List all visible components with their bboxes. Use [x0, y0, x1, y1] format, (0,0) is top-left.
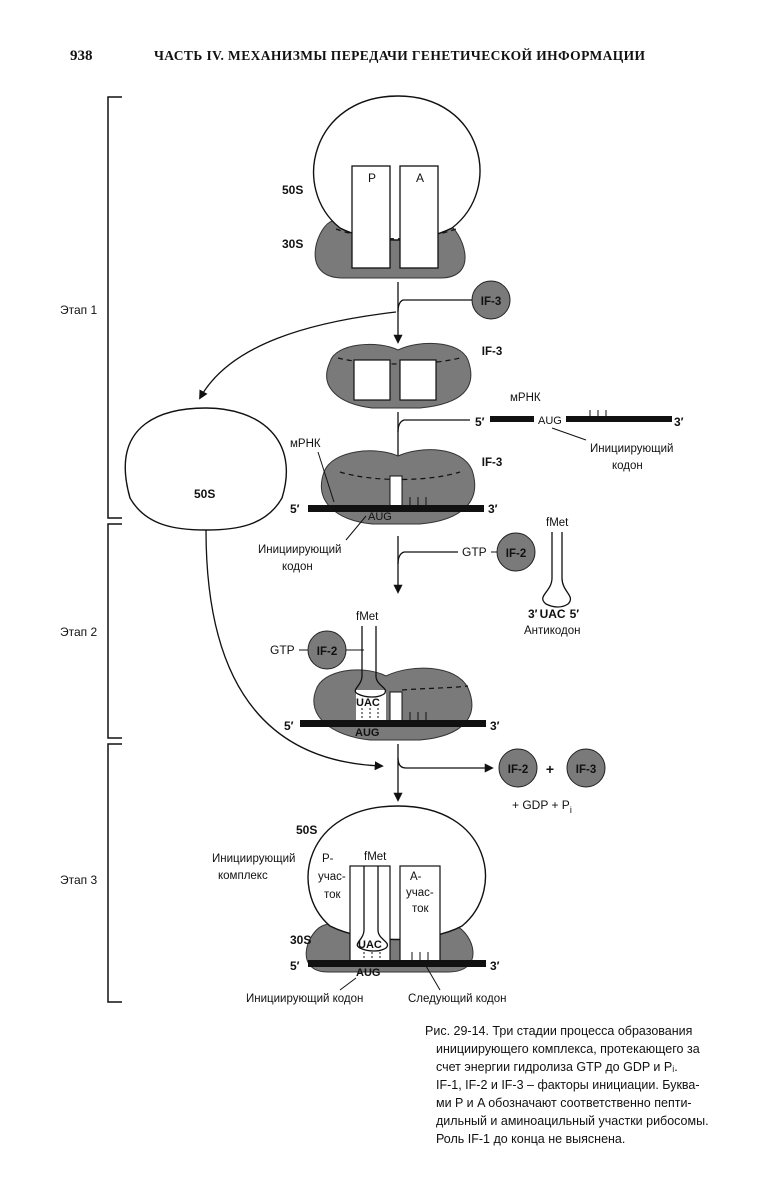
- ribosome-1: P A: [313, 95, 481, 279]
- a-site-word-2: учас-: [406, 887, 434, 899]
- caption-line-3: счет энергии гидролиза GTP до GDP и Pᵢ.: [436, 1060, 678, 1074]
- if3-label-3: IF-3: [576, 764, 596, 776]
- label-50s-free: 50S: [194, 487, 215, 501]
- mrna-label-free: мРНК: [510, 392, 541, 404]
- aug-bound-1: AUG: [368, 511, 392, 523]
- stage-2-label: Этап 2: [60, 625, 97, 639]
- caption-line-6: дильный и аминоацильный участки рибосомы…: [436, 1114, 709, 1128]
- p-site-word-2: учас-: [318, 871, 346, 883]
- mrna-3-bound-3: 3′: [490, 959, 500, 973]
- free-trna: [542, 532, 572, 608]
- gdp-pi-text: + GDP + P: [512, 798, 570, 812]
- mrna-5-bound-2: 5′: [284, 719, 294, 733]
- uac-bound-2: UAC: [358, 939, 382, 951]
- mrna-3-free: 3′: [674, 415, 684, 429]
- running-title: ЧАСТЬ IV. МЕХАНИЗМЫ ПЕРЕДАЧИ ГЕНЕТИЧЕСКО…: [154, 48, 646, 63]
- ribosome-complex: UAC AUG P- учас- ток A- учас- ток: [305, 805, 487, 979]
- aug-bound-2: AUG: [355, 727, 379, 739]
- p-site-word-1: P-: [322, 853, 334, 865]
- small-subunit-mrna: AUG IF-3: [308, 449, 502, 525]
- if3-label-bound-2: IF-3: [482, 457, 502, 469]
- gdp-pi-label: + GDP + Pi: [512, 798, 572, 815]
- aug-free: AUG: [538, 415, 562, 427]
- page-number: 938: [70, 48, 93, 64]
- free-50s-subunit: [124, 407, 288, 531]
- gtp-label-1: GTP: [462, 545, 487, 559]
- caption-line-7: Роль IF-1 до конца не выяснена.: [436, 1132, 626, 1146]
- if2-label-3: IF-2: [508, 764, 528, 776]
- a-site-word-1: A-: [410, 871, 422, 883]
- mrna-3-bound-2: 3′: [490, 719, 500, 733]
- p-site-word-3: ток: [324, 889, 342, 901]
- 50s-return-arrow: [205, 529, 384, 771]
- caption-line-1: Рис. 29-14. Три стадии процесса образова…: [425, 1024, 693, 1038]
- uac-free: 3′UAC 5′: [528, 607, 579, 621]
- fmet-label-2: fMet: [356, 611, 379, 623]
- small-subunit-if3: IF-3: [326, 342, 502, 409]
- if2-released-circle: [498, 748, 538, 788]
- small-subunit-trna: UAC AUG: [300, 626, 486, 741]
- label-50s-complex: 50S: [296, 823, 317, 837]
- if3-label-bound: IF-3: [482, 346, 502, 358]
- plus-sign: +: [546, 761, 554, 777]
- stage-1-label: Этап 1: [60, 303, 97, 317]
- uac-free-5: 5′: [570, 607, 580, 621]
- caption-line-4: IF-1, IF-2 и IF-3 – факторы инициации. Б…: [436, 1078, 700, 1092]
- label-50s-top: 50S: [282, 183, 303, 197]
- gtp-label-2: GTP: [270, 643, 295, 657]
- initiating-codon-right-l2: кодон: [612, 460, 643, 472]
- free-mrna: мРНК 5′ AUG 3′ Инициирующий кодон: [475, 392, 684, 472]
- if3-label-top: IF-3: [481, 296, 501, 308]
- if3-released-circle: [566, 748, 606, 788]
- gdp-pi-sub: i: [570, 805, 572, 815]
- mrna-5-bound-3: 5′: [290, 959, 300, 973]
- mrna-5-free: 5′: [475, 415, 485, 429]
- fmet-label-3: fMet: [364, 851, 387, 863]
- uac-bound-1: UAC: [356, 697, 380, 709]
- initiating-codon-right-l1: Инициирующий: [590, 443, 673, 455]
- if2-factor-circle: [496, 532, 536, 572]
- stage-3-label: Этап 3: [60, 873, 97, 887]
- uac-free-3: 3′: [528, 607, 538, 621]
- dissociation-arrow: [199, 311, 397, 400]
- a-site-word-3: ток: [412, 903, 430, 915]
- uac-free-codon: UAC: [540, 607, 566, 621]
- release-arrow: [397, 757, 494, 773]
- mrna-3-bound-1: 3′: [488, 502, 498, 516]
- next-codon-label: Следующий кодон: [408, 993, 507, 1005]
- label-30s-top: 30S: [282, 237, 303, 251]
- fmet-label-1: fMet: [546, 517, 569, 529]
- anticodon-label: Антикодон: [524, 625, 580, 637]
- aug-bound-3: AUG: [356, 967, 380, 979]
- initiating-codon-left-l1: Инициирующий: [258, 544, 341, 556]
- complex-label-l1: Инициирующий: [212, 853, 295, 865]
- if2-label-1: IF-2: [506, 548, 526, 560]
- p-site-label: P: [368, 171, 376, 185]
- a-site-label: A: [416, 171, 424, 185]
- mrna-5-bound-1: 5′: [290, 502, 300, 516]
- initiating-codon-left-l2: кодон: [282, 561, 313, 573]
- caption-line-5: ми P и A обозначают соответственно пепти…: [436, 1096, 692, 1110]
- complex-label-l2: комплекс: [218, 870, 268, 882]
- page-header: 938 ЧАСТЬ IV. МЕХАНИЗМЫ ПЕРЕДАЧИ ГЕНЕТИЧ…: [0, 0, 780, 90]
- if2-label-2: IF-2: [317, 646, 337, 658]
- caption-line-2: инициирующего комплекса, протекающего за: [436, 1042, 700, 1056]
- stage-brackets: [107, 96, 122, 1003]
- label-30s-complex: 30S: [290, 933, 311, 947]
- initiating-codon-bottom: Инициирующий кодон: [246, 993, 363, 1005]
- mrna-label-bound: мРНК: [290, 438, 321, 450]
- figure-caption: Рис. 29-14. Три стадии процесса образова…: [425, 1022, 755, 1148]
